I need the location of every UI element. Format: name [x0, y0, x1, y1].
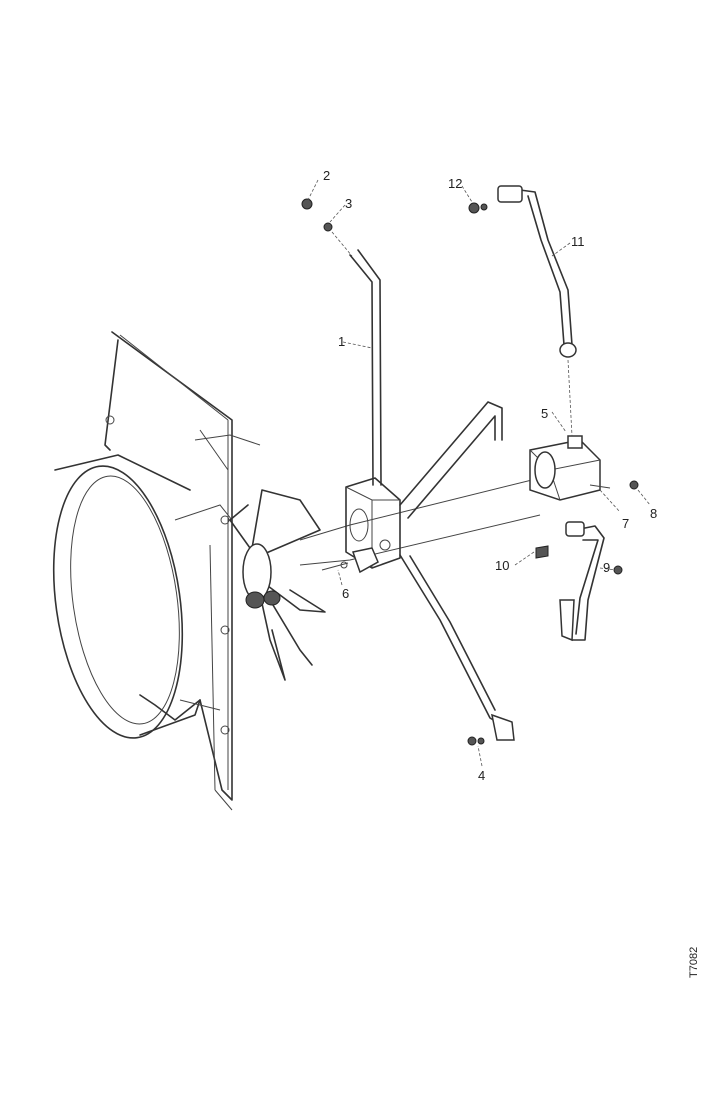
upper-tube [497, 185, 577, 358]
hardware [301, 198, 639, 746]
nut-4 [467, 736, 477, 746]
callout-12: 12 [448, 176, 462, 191]
figure-code: T7082 [688, 946, 700, 978]
callout-3: 3 [345, 196, 352, 211]
callout-8: 8 [650, 506, 657, 521]
fan [229, 489, 326, 681]
fan-shroud [52, 331, 261, 811]
callout-7: 7 [622, 516, 629, 531]
diagonal-bar [399, 401, 515, 741]
bolt-6 [321, 562, 349, 571]
callout-10: 10 [495, 558, 509, 573]
nut-12 [468, 202, 480, 214]
callout-4: 4 [478, 768, 485, 783]
nut-2 [301, 198, 313, 210]
callout-5: 5 [541, 406, 548, 421]
callout-2: 2 [323, 168, 330, 183]
callout-6: 6 [342, 586, 349, 601]
leader-lines [307, 179, 651, 767]
washer-8 [629, 480, 639, 490]
washer-3 [323, 222, 333, 232]
callout-1: 1 [338, 334, 345, 349]
callout-11: 11 [571, 234, 585, 249]
drive-lines [299, 477, 541, 566]
callouts: 1 2 3 4 5 6 7 8 9 10 11 12 [323, 168, 657, 783]
fitting-10 [535, 545, 549, 559]
hydraulic-pump [529, 435, 611, 501]
support-brace [349, 249, 382, 486]
lower-tube [559, 521, 605, 642]
center-bracket [345, 477, 401, 574]
callout-9: 9 [603, 560, 610, 575]
